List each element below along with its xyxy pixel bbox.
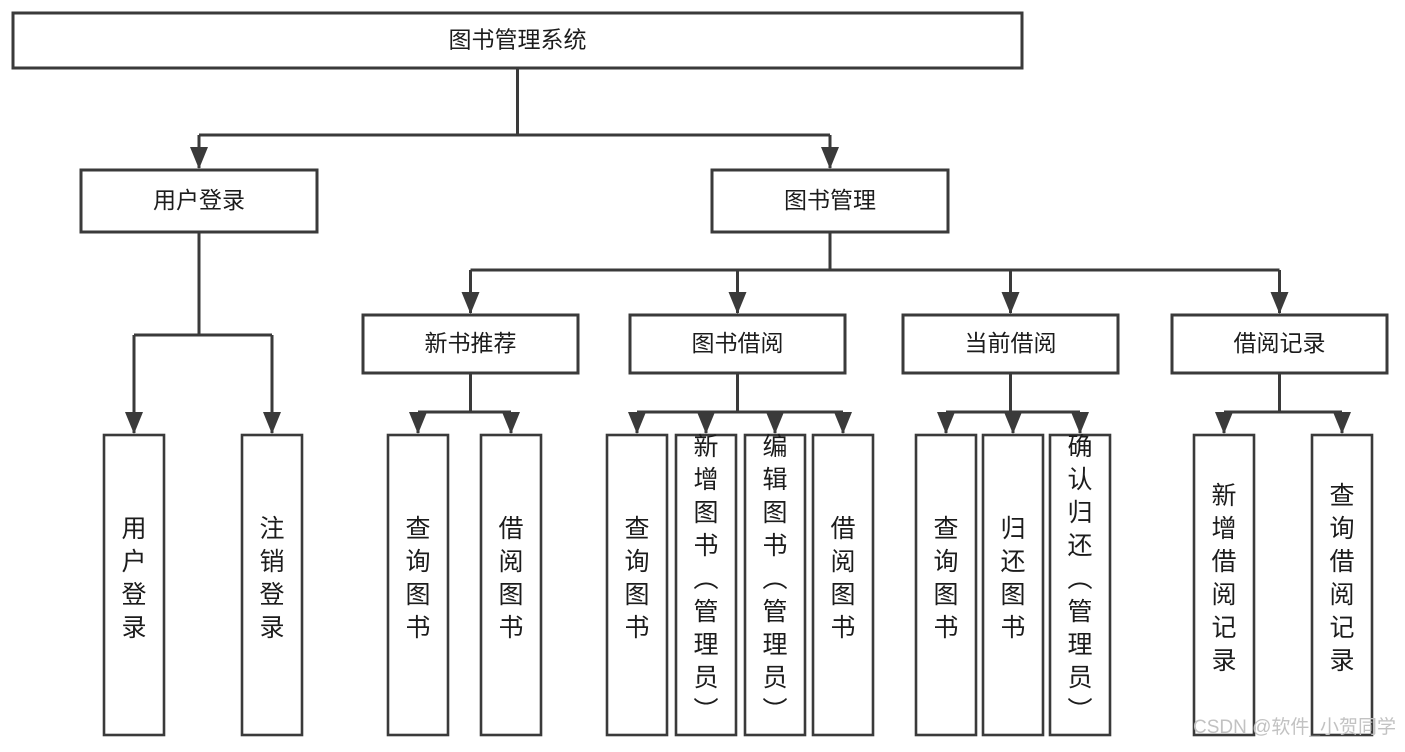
node-box xyxy=(386,433,450,737)
arrow-head-icon xyxy=(1215,412,1233,434)
node-leaf-query-book-borrow[interactable]: 查询图书 xyxy=(605,433,669,737)
node-box xyxy=(811,433,875,737)
arrow-head-icon xyxy=(766,412,784,434)
node-root[interactable]: 图书管理系统 xyxy=(11,11,1024,70)
node-leaf-borrow-book-recommend[interactable]: 借阅图书 xyxy=(479,433,543,737)
node-label: 用户登录 xyxy=(153,187,245,213)
arrow-head-icon xyxy=(190,147,208,169)
node-label: 编辑图书︵管理员︶ xyxy=(762,433,787,725)
arrow-head-icon xyxy=(409,412,427,434)
node-label: 新增图书︵管理员︶ xyxy=(693,433,718,725)
arrow-head-icon xyxy=(1071,412,1089,434)
arrow-head-icon xyxy=(1004,412,1022,434)
node-leaf-confirm-return-admin[interactable]: 确认归还︵管理员︶ xyxy=(1048,433,1112,737)
arrow-head-icon xyxy=(502,412,520,434)
node-leaf-logout[interactable]: 注销登录 xyxy=(240,433,304,737)
node-user-login[interactable]: 用户登录 xyxy=(79,168,319,234)
node-leaf-borrow-book[interactable]: 借阅图书 xyxy=(811,433,875,737)
node-label: 查询图书 xyxy=(405,515,430,642)
arrow-head-icon xyxy=(728,292,747,314)
node-leaf-user-login[interactable]: 用户登录 xyxy=(102,433,166,737)
node-label: 图书管理系统 xyxy=(449,27,587,53)
node-leaf-query-borrow-record[interactable]: 查询借阅记录 xyxy=(1310,433,1374,737)
node-label: 借阅图书 xyxy=(830,515,855,642)
node-label: 图书管理 xyxy=(784,187,876,213)
node-label: 查询图书 xyxy=(933,515,958,642)
node-box xyxy=(479,433,543,737)
node-current-borrow[interactable]: 当前借阅 xyxy=(901,313,1120,375)
node-leaf-add-book-admin[interactable]: 新增图书︵管理员︶ xyxy=(674,433,738,737)
node-box xyxy=(11,11,1024,70)
node-box xyxy=(102,433,166,737)
node-box xyxy=(1048,433,1112,737)
node-label: 用户登录 xyxy=(121,515,146,642)
node-box xyxy=(79,168,319,234)
node-box xyxy=(914,433,978,737)
arrow-head-icon xyxy=(461,292,480,314)
csdn-watermark: CSDN @软件_小贺同学 xyxy=(1193,716,1396,738)
node-label: 图书借阅 xyxy=(692,330,784,356)
node-box xyxy=(240,433,304,737)
node-box xyxy=(1170,313,1389,375)
node-label: 确认归还︵管理员︶ xyxy=(1067,433,1092,725)
arrow-head-icon xyxy=(834,412,852,434)
arrow-head-icon xyxy=(1333,412,1351,434)
node-box xyxy=(1310,433,1374,737)
node-box xyxy=(605,433,669,737)
nodes-group: 图书管理系统用户登录图书管理新书推荐图书借阅当前借阅借阅记录用户登录注销登录查询… xyxy=(11,11,1389,737)
node-label: 新书推荐 xyxy=(425,330,517,356)
node-box xyxy=(674,433,738,737)
node-label: 新增借阅记录 xyxy=(1211,482,1236,675)
node-box xyxy=(1192,433,1256,737)
arrow-head-icon xyxy=(125,412,143,434)
node-book-borrow[interactable]: 图书借阅 xyxy=(628,313,847,375)
arrow-head-icon xyxy=(821,147,839,169)
node-leaf-query-book-current[interactable]: 查询图书 xyxy=(914,433,978,737)
node-label: 借阅记录 xyxy=(1234,330,1326,356)
arrow-head-icon xyxy=(628,412,646,434)
node-box xyxy=(981,433,1045,737)
node-leaf-edit-book-admin[interactable]: 编辑图书︵管理员︶ xyxy=(743,433,807,737)
node-label: 查询借阅记录 xyxy=(1329,482,1354,675)
node-box xyxy=(743,433,807,737)
node-box xyxy=(628,313,847,375)
node-label: 注销登录 xyxy=(259,515,284,642)
node-box xyxy=(901,313,1120,375)
connector-lines-group xyxy=(125,68,1351,434)
node-leaf-return-book[interactable]: 归还图书 xyxy=(981,433,1045,737)
arrow-head-icon xyxy=(1270,292,1289,314)
node-book-management[interactable]: 图书管理 xyxy=(710,168,950,234)
node-label: 当前借阅 xyxy=(965,330,1057,356)
node-leaf-add-borrow-record[interactable]: 新增借阅记录 xyxy=(1192,433,1256,737)
node-borrow-records[interactable]: 借阅记录 xyxy=(1170,313,1389,375)
node-label: 查询图书 xyxy=(624,515,649,642)
arrow-head-icon xyxy=(1001,292,1020,314)
arrow-head-icon xyxy=(937,412,955,434)
arrow-head-icon xyxy=(263,412,281,434)
node-label: 借阅图书 xyxy=(498,515,523,642)
arrow-head-icon xyxy=(697,412,715,434)
node-new-book-recommend[interactable]: 新书推荐 xyxy=(361,313,580,375)
node-leaf-query-book-recommend[interactable]: 查询图书 xyxy=(386,433,450,737)
node-box xyxy=(710,168,950,234)
node-box xyxy=(361,313,580,375)
node-label: 归还图书 xyxy=(1000,515,1025,642)
